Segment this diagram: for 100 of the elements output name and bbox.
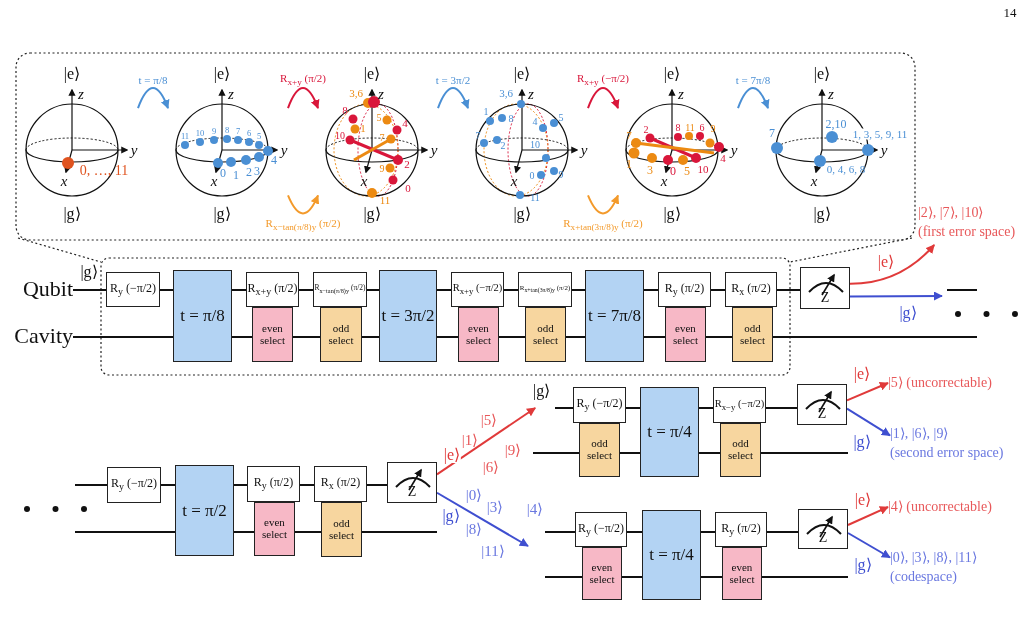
evolution-gate: t = π/4 (642, 510, 701, 600)
point-label: 3 (647, 164, 653, 176)
circuit-wire (366, 289, 380, 291)
parity-select-gate: even select (722, 547, 762, 600)
circuit-wire (565, 336, 586, 338)
axis-label: z (828, 86, 834, 102)
rotation-gate: R$_{y}$ (π/2) (658, 272, 711, 307)
circuit-wire (498, 336, 526, 338)
axis-label: y (880, 142, 888, 158)
axis-label: z (678, 86, 684, 102)
arrow (846, 382, 889, 402)
point-label: 8 (675, 123, 681, 133)
parity-select-gate: odd select (732, 307, 773, 362)
point-label: 1 (626, 158, 632, 170)
point-label: 0 (670, 165, 676, 177)
state-label: |9⟩ (504, 442, 522, 458)
edge-label: |g⟩ (853, 557, 873, 573)
state-label: |g⟩ (663, 206, 681, 222)
arrow (846, 407, 891, 437)
state-space-note: (codespace) (890, 568, 958, 586)
edge-label: R$_{x−tan(π/8)y}$ (π/2) (264, 218, 342, 233)
basis-label: Z (818, 531, 828, 545)
edge-label: |g⟩ (852, 434, 872, 450)
circuit-wire (74, 484, 108, 486)
point-label: 11 (530, 193, 540, 203)
edge-label: t = 3π/2 (434, 74, 472, 86)
point-label: 4 (532, 117, 538, 127)
point-label: 8 (224, 125, 230, 135)
axis-label: x (360, 173, 368, 189)
point-label: 11 (180, 131, 190, 141)
circuit-wire (705, 336, 733, 338)
point-label: 10 (335, 131, 345, 141)
circuit-wire (366, 484, 388, 486)
circuit-wire (72, 289, 107, 291)
state-label: |e⟩ (813, 66, 831, 82)
state-label: |11⟩ (481, 543, 505, 559)
edge-label: t = π/8 (137, 74, 169, 86)
point-label: 10 (530, 140, 540, 150)
circuit-wire (292, 336, 321, 338)
point-label: 2 (246, 166, 252, 178)
point-label: 2 (500, 141, 506, 151)
rotation-gate: R$_{y}$ (−π/2) (573, 387, 626, 423)
state-label: |g⟩ (80, 264, 98, 280)
point-label: 7 (379, 133, 385, 143)
point-label: 5 (684, 165, 690, 177)
arrow (287, 87, 320, 110)
edge-label: R$_{x+y}$ (−π/2) (575, 72, 631, 88)
circuit-wire (298, 289, 314, 291)
edge-label: R$_{x+tan(3π/8)y}$ (π/2) (562, 218, 644, 233)
axis-label: x (660, 173, 668, 189)
axis-label: x (210, 173, 218, 189)
point-label: 0, …, 11 (79, 164, 129, 178)
circuit-wire (760, 452, 849, 454)
point-label: 3 (254, 165, 260, 177)
state-label: |g⟩ (363, 206, 381, 222)
rotation-gate: R$_{y}$ (−π/2) (107, 467, 161, 503)
axis-label: y (430, 142, 438, 158)
rotation-gate: R$_{x+y}$ (π/2) (246, 272, 299, 307)
circuit-wire (231, 336, 253, 338)
point-label: 7 (626, 129, 632, 141)
point-label: 0 (220, 167, 226, 179)
circuit-wire (621, 576, 643, 578)
circuit-wire (436, 336, 459, 338)
point-label: 2 (643, 125, 649, 135)
arrow (287, 194, 319, 215)
measurement-box (797, 384, 847, 425)
circuit-wire (626, 531, 643, 533)
circuit-wire (571, 289, 586, 291)
rotation-gate: R$_{x−y}$ (−π/2) (713, 387, 766, 423)
circuit-wire (619, 452, 641, 454)
point-label: 9 (710, 124, 716, 134)
state-label: |6⟩ (482, 459, 500, 475)
arrow (137, 87, 170, 110)
rotation-gate: R$_{x}$ (π/2) (314, 466, 367, 502)
circuit-wire (700, 531, 716, 533)
state-label: |g⟩ (63, 206, 81, 222)
evolution-gate: t = 7π/8 (585, 270, 644, 362)
axis-label: z (228, 86, 234, 102)
evolution-gate: t = π/4 (640, 387, 699, 477)
basis-label: Z (820, 291, 830, 305)
state-label: |1⟩ (461, 432, 479, 448)
point-label: 5 (558, 113, 564, 123)
edge-label: |g⟩ (898, 305, 918, 321)
state-label: |5⟩ (480, 412, 498, 428)
basis-label: Z (407, 485, 417, 499)
point-label: 0, 4, 6, 8 (826, 163, 866, 175)
parity-select-gate: odd select (579, 423, 620, 477)
circuit-wire (233, 531, 255, 533)
parity-select-gate: odd select (321, 502, 362, 557)
point-label: 8 (342, 104, 348, 116)
state-list: |2⟩, |7⟩, |10⟩ (918, 203, 1026, 222)
point-label: 9 (558, 170, 564, 180)
circuit-wire (361, 531, 438, 533)
axis-label: y (280, 142, 288, 158)
state-space-note: (second error space) (890, 444, 1005, 462)
point-label: 1 (233, 169, 239, 181)
axis-label: y (130, 142, 138, 158)
point-label: 6 (246, 128, 252, 138)
point-label: 4 (271, 154, 277, 166)
basis-label: Z (817, 407, 827, 421)
